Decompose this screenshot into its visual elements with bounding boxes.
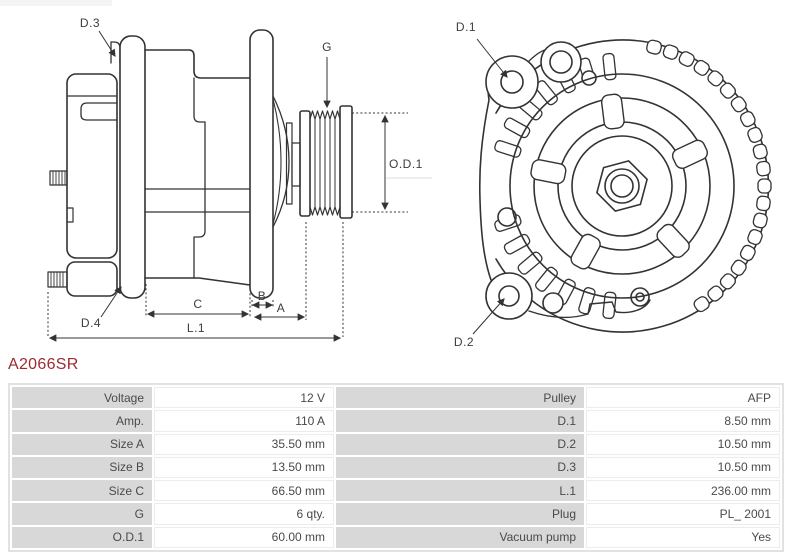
watermark-remnant	[0, 0, 112, 6]
label-d3: D.3	[80, 16, 100, 30]
spec-value: 110 A	[154, 410, 334, 432]
label-b: B	[258, 289, 267, 303]
spec-label: Size B	[12, 456, 152, 479]
spec-value: AFP	[586, 387, 780, 409]
spec-value: PL_ 2001	[586, 503, 780, 525]
label-l1: L.1	[187, 321, 205, 335]
body-top-edge	[144, 49, 251, 79]
spec-value: 12 V	[154, 387, 334, 409]
fan-edge	[272, 95, 290, 228]
label-od1: O.D.1	[389, 157, 423, 171]
spec-label: G	[12, 503, 152, 525]
spec-table: Voltage 12 V Pulley AFP Amp. 110 A D.1 8…	[10, 385, 782, 550]
label-c: C	[193, 297, 202, 311]
front-view-dimensions	[472, 38, 508, 335]
spec-value: Yes	[586, 526, 780, 548]
spec-label: D.1	[336, 410, 584, 432]
spec-value: 60.00 mm	[154, 526, 334, 548]
pulley	[299, 105, 353, 219]
spec-value: 6 qty.	[154, 503, 334, 525]
mounting-flange	[119, 35, 146, 299]
spec-table-container: Voltage 12 V Pulley AFP Amp. 110 A D.1 8…	[8, 383, 784, 552]
bottom-mounting-ear	[485, 272, 533, 320]
hole-d1	[500, 70, 524, 94]
through-bolt	[47, 271, 68, 288]
table-row: Voltage 12 V Pulley AFP	[12, 387, 780, 409]
spec-label: Voltage	[12, 387, 152, 409]
spec-label: Amp.	[12, 410, 152, 432]
top-mounting-ear	[485, 55, 539, 109]
spec-value: 13.50 mm	[154, 456, 334, 479]
hole-d2	[498, 285, 520, 307]
spec-value: 10.50 mm	[586, 433, 780, 455]
spec-label: Size C	[12, 480, 152, 502]
spec-label: D.3	[336, 456, 584, 479]
spec-label: D.2	[336, 433, 584, 455]
table-row: Size A 35.50 mm D.2 10.50 mm	[12, 433, 780, 455]
rear-housing	[66, 73, 118, 259]
spokes	[530, 93, 709, 270]
spec-value: 35.50 mm	[154, 433, 334, 455]
label-a: A	[277, 301, 286, 315]
terminal-stud	[49, 170, 68, 186]
spec-value: 236.00 mm	[586, 480, 780, 502]
table-row: Amp. 110 A D.1 8.50 mm	[12, 410, 780, 432]
side-view-dimensions	[47, 30, 408, 342]
label-d4: D.4	[81, 316, 101, 330]
spec-label: O.D.1	[12, 526, 152, 548]
side-view-drawing	[47, 29, 353, 299]
table-row: O.D.1 60.00 mm Vacuum pump Yes	[12, 526, 780, 548]
spec-label: Vacuum pump	[336, 526, 584, 548]
spec-value: 8.50 mm	[586, 410, 780, 432]
body-bottom-edge	[144, 277, 251, 286]
spec-label: L.1	[336, 480, 584, 502]
front-bracket	[249, 29, 274, 299]
watermark-line	[386, 177, 432, 179]
table-row: Size B 13.50 mm D.3 10.50 mm	[12, 456, 780, 479]
alternator-technical-drawing: D.3 G O.D.1 D.4 C B A L.1	[47, 16, 772, 349]
spec-label: Plug	[336, 503, 584, 525]
table-row: G 6 qty. Plug PL_ 2001	[12, 503, 780, 525]
spec-label: Size A	[12, 433, 152, 455]
label-g: G	[322, 40, 332, 54]
top-lobe	[540, 41, 582, 83]
spec-label: Pulley	[336, 387, 584, 409]
spec-value: 66.50 mm	[154, 480, 334, 502]
spec-value: 10.50 mm	[586, 456, 780, 479]
cooling-fins	[646, 39, 772, 313]
drawing-svg: D.3 G O.D.1 D.4 C B A L.1	[47, 16, 772, 349]
label-d1: D.1	[456, 20, 476, 34]
table-row: Size C 66.50 mm L.1 236.00 mm	[12, 480, 780, 502]
part-number-heading: A2066SR	[8, 356, 79, 373]
label-d2: D.2	[454, 335, 474, 349]
bracket-bottom-edge	[528, 299, 651, 319]
front-rim	[509, 73, 735, 299]
lower-lug	[66, 261, 118, 297]
front-view-drawing	[478, 39, 772, 333]
